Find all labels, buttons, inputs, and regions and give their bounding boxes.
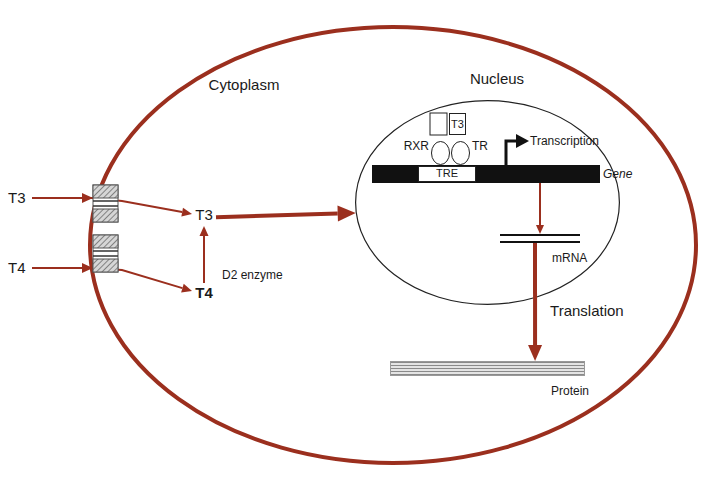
outline-shape (451, 141, 470, 165)
arrowhead (181, 208, 192, 217)
arrowhead (181, 284, 192, 293)
protein-label: Protein (551, 384, 601, 398)
compartment-label: Nucleus (447, 70, 547, 88)
gene-bar: GeneTRE (372, 165, 600, 183)
hormone-label: T4 (8, 259, 32, 277)
connector-arrow (216, 206, 356, 222)
connector-line (216, 214, 338, 218)
receptor-label: TR (472, 139, 496, 153)
transporter-line (93, 250, 118, 252)
arrowhead (337, 206, 355, 222)
ligand-box: T3 (449, 113, 466, 135)
hormone-outside: T4 (8, 258, 32, 278)
hormone-label: T3 (8, 189, 32, 207)
edge-label: D2 enzyme (222, 268, 283, 282)
process-label: Transcription (530, 134, 599, 148)
response-element: TRE (418, 166, 476, 182)
hormone-outside: T3 (8, 188, 32, 208)
empty-ligand-box (430, 113, 447, 135)
arrowhead (536, 225, 544, 234)
receptor-oval: TR (451, 141, 470, 165)
connector-arrow (528, 243, 542, 361)
connector-arrow (200, 226, 209, 283)
connector-line (533, 243, 537, 345)
hormone-cytoplasm: T3 (192, 204, 216, 226)
outline-shape (431, 141, 450, 165)
outline-shape (355, 100, 620, 305)
hormone-cytoplasm: T4 (192, 283, 216, 303)
outline-ellipse (356, 101, 620, 305)
arrowhead (528, 345, 542, 361)
transporter-hatch (93, 259, 118, 272)
outline-shape (88, 25, 698, 465)
mrna-strand: mRNA (500, 234, 580, 243)
receptor-label: RXR (398, 139, 429, 153)
transporter-hatch (93, 235, 118, 248)
uptake-arrowhead (82, 263, 93, 273)
transporter-line (93, 205, 118, 207)
cell-membrane: CytoplasmT3T4NucleusT3RXRTRGeneTREmRNAPr… (88, 25, 698, 465)
transporter-body (93, 235, 118, 272)
arrowhead (200, 226, 209, 236)
transporter-line (93, 255, 118, 257)
outline-ellipse (432, 142, 450, 165)
transcription-arrow (506, 141, 517, 165)
hormone-label: T4 (192, 284, 216, 302)
transporter-body (93, 185, 118, 222)
transporter-symbol (93, 235, 118, 272)
outline-ellipse (90, 27, 696, 463)
edge-label: Translation (550, 302, 624, 320)
mrna-label: mRNA (552, 251, 602, 265)
hormone-label: T3 (192, 206, 216, 224)
transporter-symbol (93, 185, 118, 222)
hormone-label: T3 (450, 118, 465, 131)
receptor-oval: RXR (431, 141, 450, 165)
transporter-line (93, 200, 118, 202)
connector-line (203, 236, 205, 283)
compartment-label: Cytoplasm (194, 76, 294, 94)
gene-label: Gene (603, 167, 643, 181)
protein-band: Protein (390, 361, 585, 376)
connector-line (539, 183, 541, 225)
connector-arrow (536, 183, 544, 234)
transcription-arrowhead (516, 134, 529, 148)
element-label: TRE (419, 167, 475, 180)
transporter-hatch (93, 185, 118, 198)
transporter-hatch (93, 209, 118, 222)
uptake-arrowhead (82, 193, 93, 203)
nucleus-envelope: NucleusT3RXRTRGeneTREmRNA (355, 100, 620, 305)
outline-ellipse (452, 142, 470, 165)
